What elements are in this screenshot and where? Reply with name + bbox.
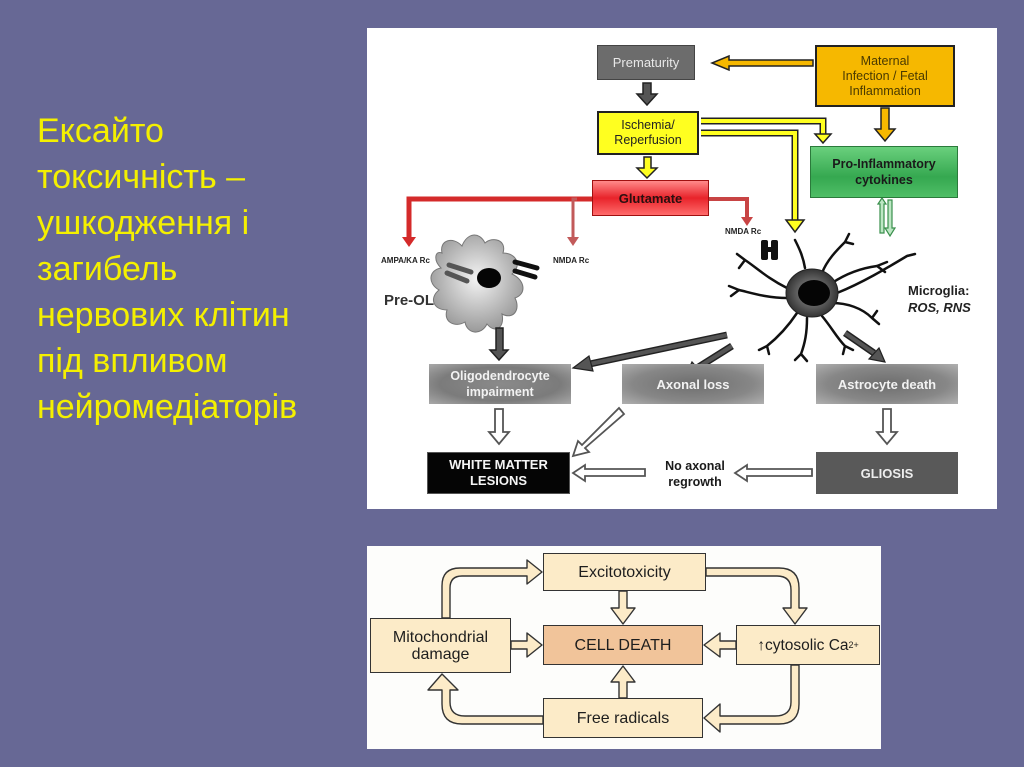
nmda-preol-label: NMDA Rc (553, 256, 590, 265)
arrow-prematurity-to-ischemia (635, 82, 659, 107)
slide-heading: Ексайто токсичність – ушкодження і загиб… (37, 108, 297, 430)
heading-line: токсичність – (37, 158, 246, 196)
arrow-preol-to-oligo (488, 327, 510, 362)
arrow-maternal-to-prematurity (710, 54, 814, 72)
box-line: LESIONS (469, 473, 528, 488)
microglia-nucleus (798, 280, 830, 306)
heading-line: загибель (37, 250, 178, 288)
pre-ol-cell (430, 234, 540, 333)
arrow-mito-to-excito (441, 559, 543, 619)
box-line: Mitochondrial (392, 628, 489, 646)
arrow-mito-to-death (510, 632, 543, 658)
box-line: regrowth (668, 475, 722, 489)
arrow-head-nmda-preol (567, 237, 579, 246)
box-line: Pro-Inflammatory (832, 157, 936, 171)
microglia-title: Microglia: (908, 283, 970, 298)
arrow-noaxonal-to-wml (571, 463, 646, 483)
axonal-loss-box: Axonal loss (622, 364, 764, 404)
ros-rns-label: ROS, RNS (908, 300, 971, 315)
box-line: Inflammation (849, 83, 921, 98)
free-radicals-box: Free radicals (543, 698, 703, 738)
ampa-label: AMPA/KA Rc (381, 256, 430, 265)
box-line: impairment (466, 385, 534, 399)
cytosolic-label: cytosolic Ca (764, 636, 849, 654)
pre-ol-label: Pre-OL (384, 292, 435, 309)
arrow-astrocyte-to-gliosis (875, 408, 899, 446)
box-line: cytokines (855, 173, 913, 187)
box-line: WHITE MATTER (449, 457, 548, 472)
maternal-infection-box: Maternal Infection / Fetal Inflammation (815, 45, 955, 107)
ischemia-box: Ischemia/ Reperfusion (597, 111, 699, 155)
gliosis-box: GLIOSIS (816, 452, 958, 494)
arrow-maternal-to-cytokines (873, 107, 897, 143)
pathway-diagram: Prematurity Maternal Infection / Fetal I… (367, 28, 997, 509)
microglia-cell (727, 232, 917, 363)
arrow-glutamate-branches (406, 196, 749, 238)
arrow-cytokines-microglia (876, 196, 897, 238)
glutamate-box: Glutamate (592, 180, 709, 216)
prematurity-box: Prematurity (597, 45, 695, 80)
arrow-calcium-to-death (703, 632, 737, 658)
arrow-axonal-to-wml (571, 406, 626, 458)
heading-line: ушкодження і (37, 204, 250, 242)
box-line: Maternal (860, 53, 910, 68)
arrow-calcium-to-free (703, 664, 800, 733)
astrocyte-death-box: Astrocyte death (816, 364, 958, 404)
arrow-gliosis-to-noaxonal (733, 463, 813, 483)
white-matter-lesions-box: WHITE MATTER LESIONS (427, 452, 570, 494)
arrow-ischemia-to-glutamate (635, 156, 659, 180)
arrow-microglia-to-oligo (571, 331, 728, 372)
arrow-microglia-to-astrocyte (843, 330, 886, 363)
microglia-label: Microglia: ROS, RNS (908, 282, 971, 316)
cycle-arrows (427, 559, 808, 733)
arrow-free-to-death (610, 665, 636, 699)
excitotoxicity-box: Excitotoxicity (543, 553, 706, 591)
charge-superscript: 2+ (848, 639, 859, 650)
box-line: damage (411, 645, 470, 663)
arrow-head-ampa (402, 237, 416, 247)
no-axonal-regrowth-label: No axonal regrowth (650, 458, 740, 490)
arrow-ischemia-to-cytokines (701, 117, 833, 145)
arrow-ischemia-to-microglia (701, 129, 806, 234)
box-line: Reperfusion (614, 133, 682, 147)
box-line: No axonal (665, 459, 725, 473)
heading-line: нейромедіаторів (37, 388, 298, 426)
box-line: Ischemia/ (621, 118, 675, 132)
up-arrow-icon: ↑ (757, 636, 765, 654)
arrow-head-nmda-micro (741, 217, 753, 226)
box-line: Infection / Fetal (842, 68, 928, 83)
mitochondrial-damage-box: Mitochondrial damage (370, 618, 511, 673)
cell-death-cycle-diagram: Excitotoxicity Mitochondrial damage CELL… (367, 546, 881, 749)
arrow-oligo-to-wml (487, 408, 511, 446)
pro-inflammatory-box: Pro-Inflammatory cytokines (810, 146, 958, 198)
arrow-excito-to-calcium (705, 567, 808, 625)
pathway-arrows (402, 54, 917, 483)
oligodendrocyte-box: Oligodendrocyte impairment (429, 364, 571, 404)
heading-line: під впливом (37, 342, 228, 380)
nmda-microglia-label: NMDA Rc (725, 227, 762, 236)
box-line: Oligodendrocyte (450, 369, 550, 383)
arrow-free-to-mito (427, 673, 544, 725)
arrow-excito-to-death (610, 590, 636, 625)
heading-line: нервових клітин (37, 296, 290, 334)
cell-death-box: CELL DEATH (543, 625, 703, 665)
nmda-receptor-microglia (761, 240, 778, 260)
heading-line: Ексайто (37, 112, 164, 150)
